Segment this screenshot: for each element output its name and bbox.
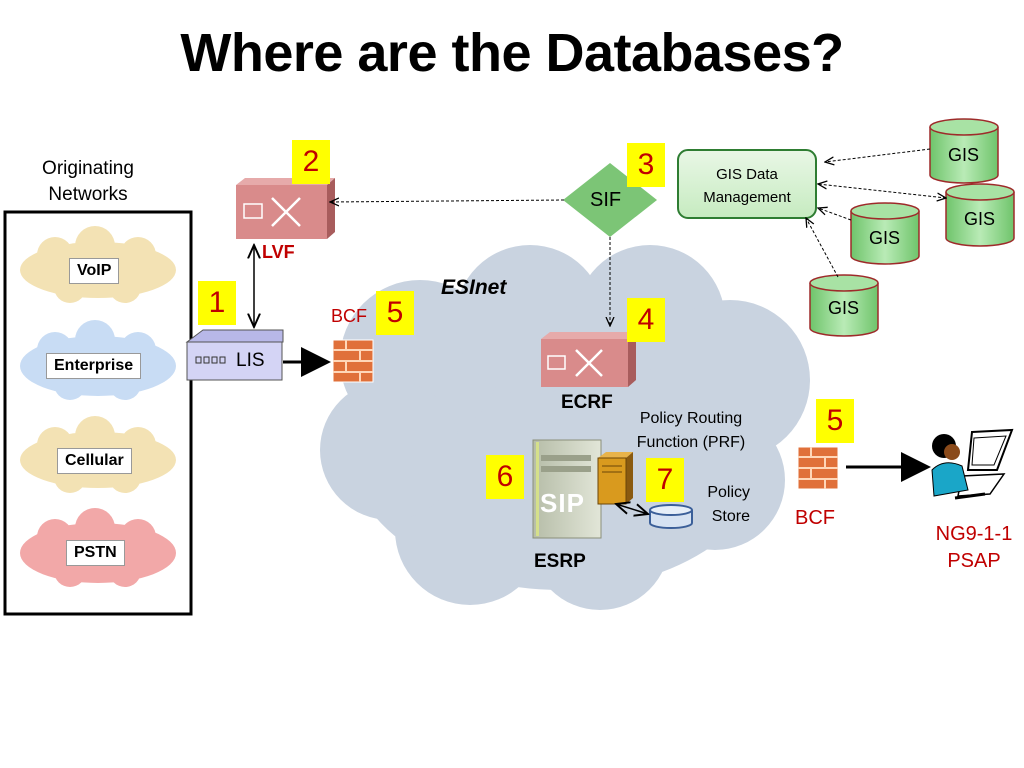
policy-store-label: Policy Store (707, 484, 750, 525)
psap-label: NG9-1-1 PSAP (935, 523, 1013, 572)
page-title: Where are the Databases? (180, 23, 844, 83)
gis-cylinder-3 (850, 202, 920, 265)
number-badge-esrp: 6 (486, 455, 524, 499)
gis-label-3: GIS (869, 228, 901, 248)
bcf-label-outbound: BCF (795, 507, 835, 529)
sif-label: SIF (590, 189, 622, 211)
esinet-label: ESInet (441, 276, 507, 299)
lis-server (185, 329, 284, 381)
lvf-router-icon (236, 178, 335, 239)
psap-operator-icon (931, 428, 1014, 500)
lis-label: LIS (236, 350, 265, 371)
sif-to-lvf-arrow (330, 200, 565, 202)
ecrf-label: ECRF (561, 392, 613, 413)
prf-server-icon (597, 452, 633, 505)
number-badge-lis: 1 (198, 281, 236, 325)
prf-store-connector (616, 504, 648, 514)
gis-label-4: GIS (828, 298, 860, 318)
originating-networks-label: Originating Networks (42, 158, 134, 205)
bcf-firewall-icon-outbound (797, 446, 839, 490)
gis3-to-mgmt-arrow (818, 208, 852, 221)
gis-cylinder-2 (945, 183, 1015, 247)
number-badge-sif: 3 (627, 143, 665, 187)
voip-label: VoIP (69, 258, 120, 284)
lvf-label: LVF (262, 242, 295, 262)
gis-label-1: GIS (948, 145, 980, 165)
sip-logo-text: SIP (540, 488, 585, 518)
gis1-to-mgmt-arrow (825, 148, 931, 162)
bcf-label-inbound: BCF (331, 306, 367, 326)
number-badge-lvf: 2 (292, 140, 330, 184)
policy-store-cylinder (649, 504, 693, 529)
gis-cylinder-1 (929, 118, 999, 184)
gis-label-2: GIS (964, 209, 996, 229)
ecrf-router-icon (541, 332, 636, 387)
esrp-sip-server-icon (532, 439, 602, 539)
prf-label: Policy Routing Function (PRF) (636, 410, 746, 451)
cellular-label: Cellular (57, 448, 132, 474)
number-badge-bcf-inbound: 5 (376, 291, 414, 335)
number-badge-prf: 7 (646, 458, 684, 502)
gis2-mgmt-arrow (818, 184, 946, 198)
bcf-firewall-icon-inbound (332, 339, 374, 383)
gis4-to-mgmt-arrow (806, 218, 839, 278)
gis-data-management-box (677, 149, 817, 219)
number-badge-bcf-outbound: 5 (816, 399, 854, 443)
pstn-label: PSTN (66, 540, 125, 566)
gis-data-management-label: GIS Data Management (703, 166, 791, 206)
originating-networks-frame (3, 210, 193, 616)
number-badge-ecrf: 4 (627, 298, 665, 342)
esrp-label: ESRP (534, 551, 586, 572)
gis-cylinder-4 (809, 274, 879, 337)
enterprise-label: Enterprise (46, 353, 142, 379)
